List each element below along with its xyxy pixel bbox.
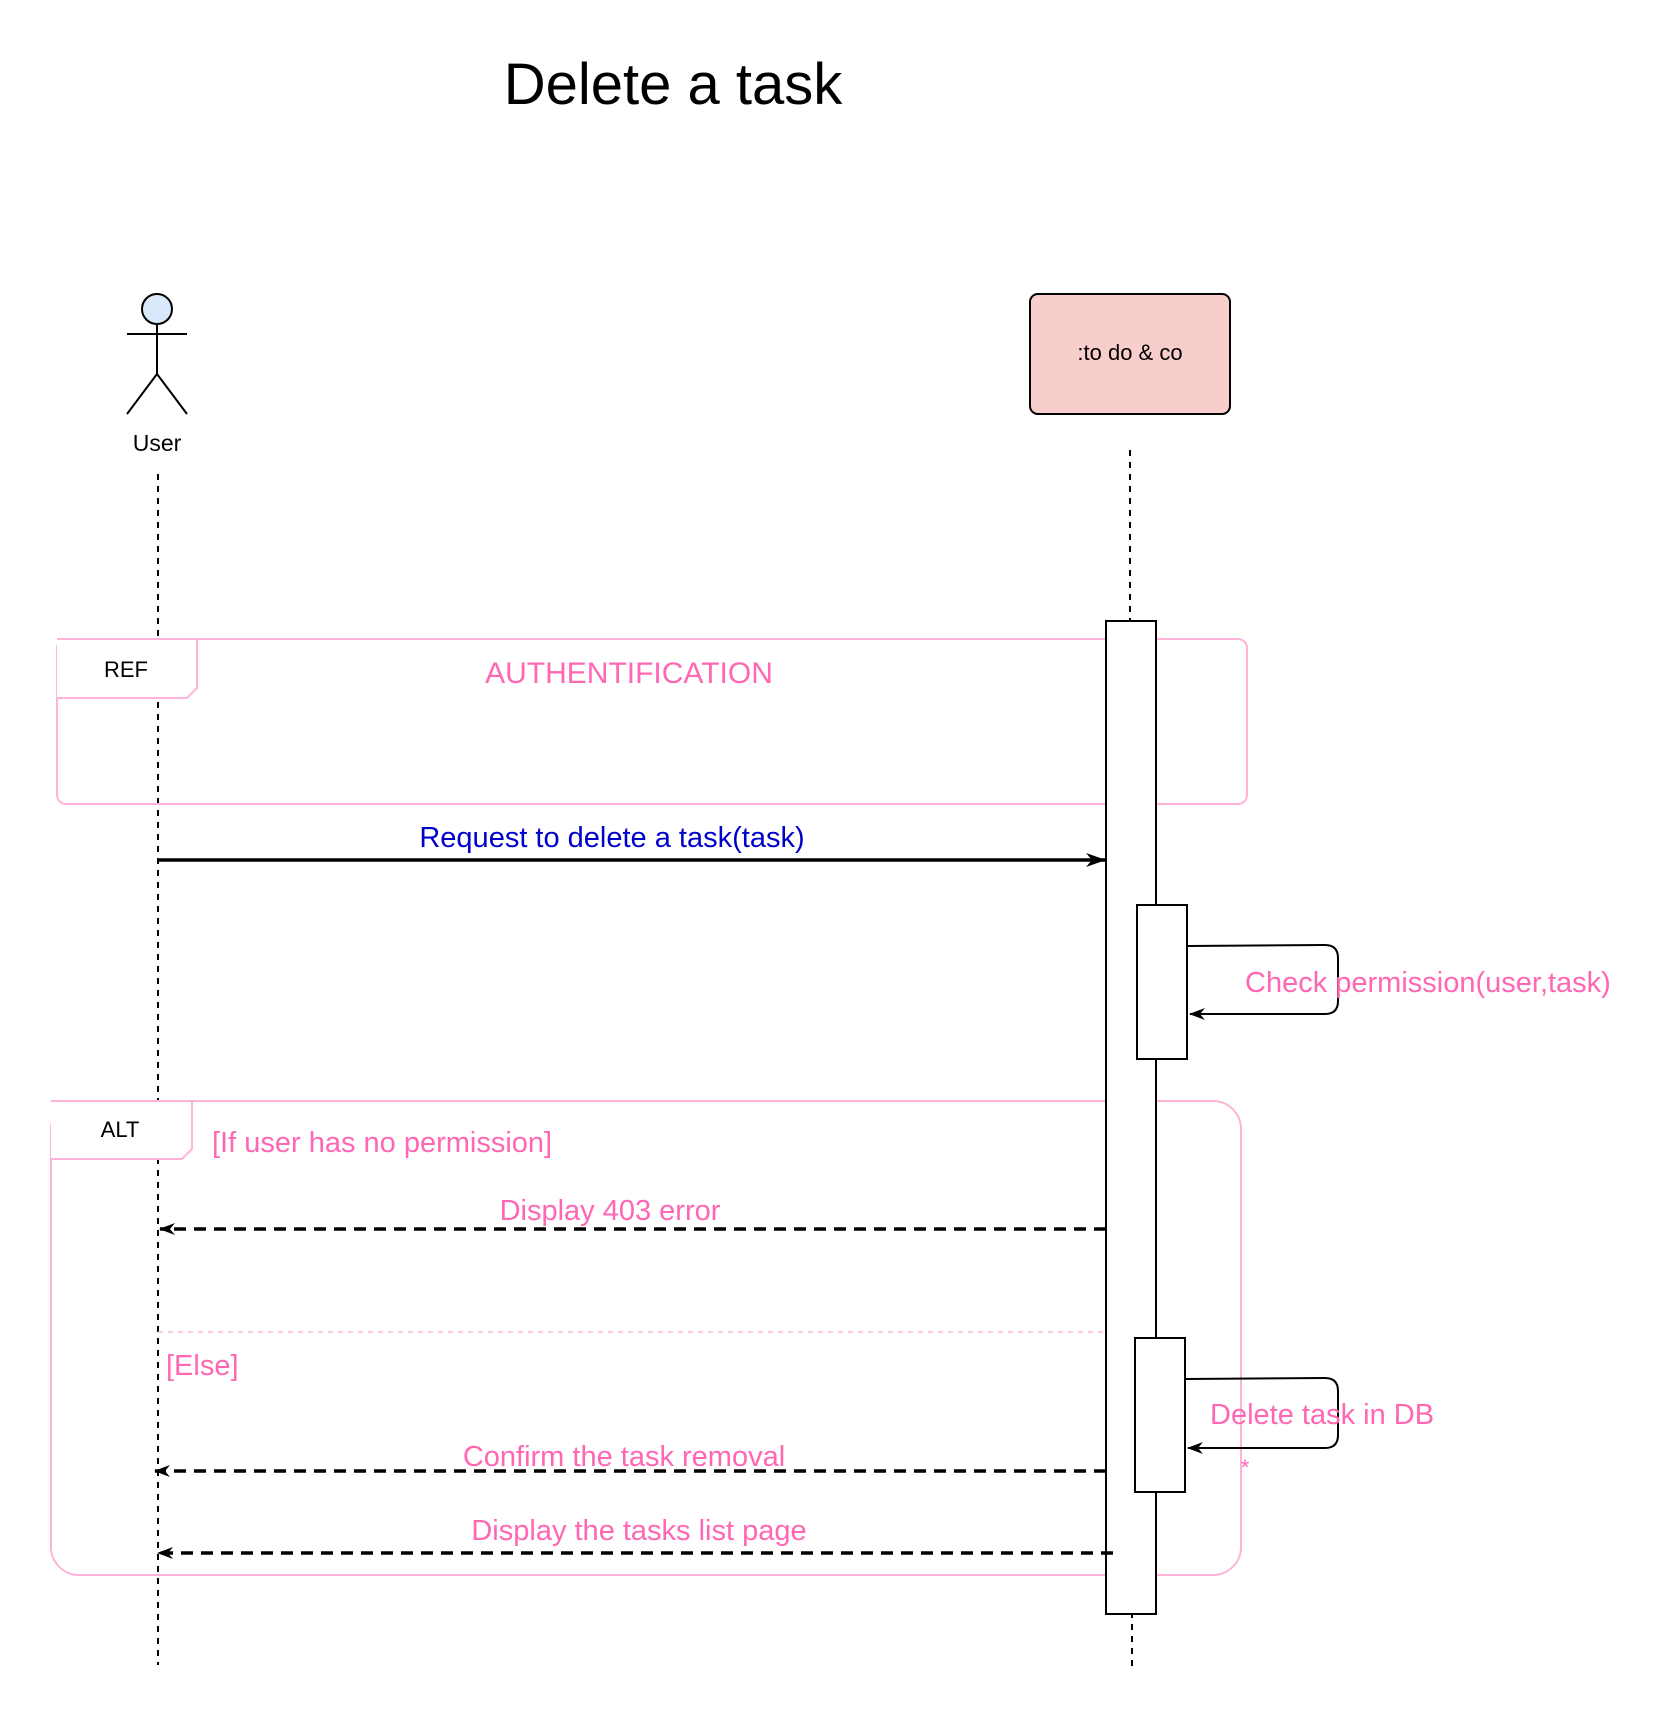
delete-db-multiplicity: * (1241, 1455, 1250, 1480)
user-actor-label: User (133, 430, 182, 456)
delete-activation-bar (1134, 1337, 1186, 1493)
system-label: :to do & co (1077, 340, 1182, 365)
ref-frame-tag: REF (104, 657, 148, 682)
ref-frame: REF AUTHENTIFICATION (56, 638, 1248, 805)
request-message: Request to delete a task(task) (158, 822, 1106, 867)
error403-label: Display 403 error (500, 1195, 721, 1227)
user-actor: User (126, 293, 188, 456)
error403-message: Display 403 error (159, 1195, 1106, 1235)
check-permission-label: Check permission(user,task) (1245, 967, 1611, 999)
delete-db-label: Delete task in DB (1210, 1399, 1434, 1431)
alt-frame-tag: ALT (101, 1117, 140, 1142)
display-list-message: Display the tasks list page (157, 1515, 1113, 1559)
delete-db-message: Delete task in DB * (1185, 1376, 1434, 1480)
alt-condition-label: [If user has no permission] (212, 1127, 552, 1159)
request-message-label: Request to delete a task(task) (419, 822, 804, 854)
ref-frame-label: AUTHENTIFICATION (485, 657, 773, 690)
check-permission-message: Check permission(user,task) (1187, 943, 1611, 1020)
system-lifeline-head: :to do & co (1029, 293, 1231, 415)
confirm-label: Confirm the task removal (463, 1441, 785, 1473)
alt-frame: ALT [If user has no permission] [Else] (50, 1100, 1242, 1576)
display-list-label: Display the tasks list page (471, 1515, 806, 1547)
confirm-message: Confirm the task removal (154, 1441, 1106, 1477)
diagram-title: Delete a task (504, 52, 844, 117)
check-activation-bar (1136, 904, 1188, 1060)
stick-figure-icon (126, 293, 188, 415)
alt-else-label: [Else] (166, 1350, 239, 1382)
